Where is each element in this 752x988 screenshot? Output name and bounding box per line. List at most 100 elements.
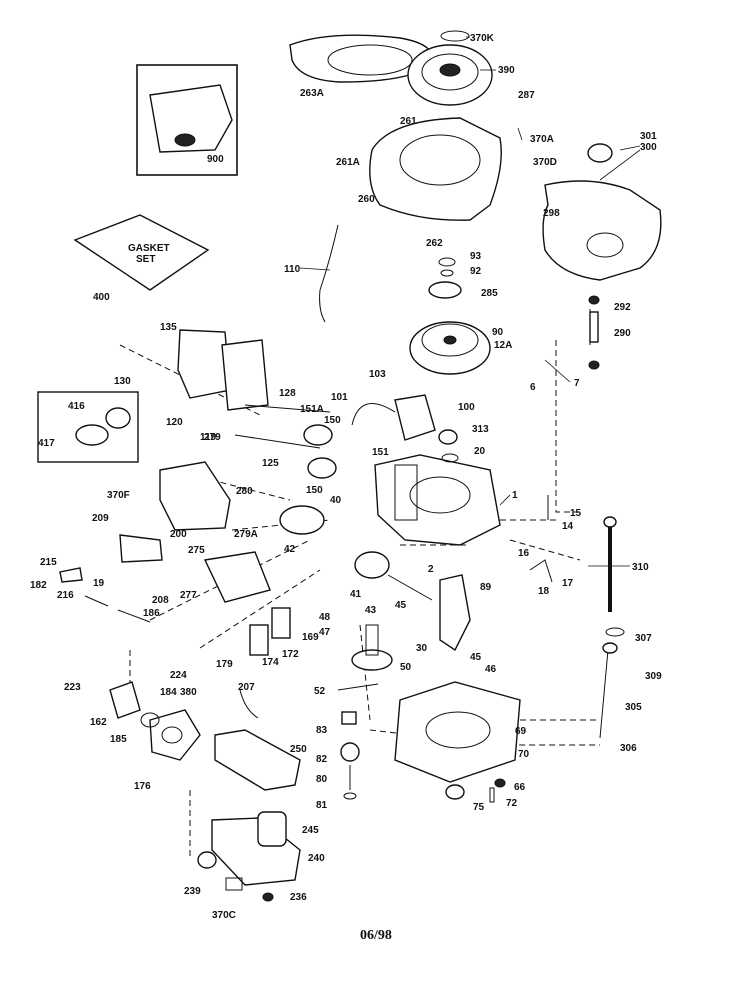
ground-wire — [319, 224, 339, 323]
part-number: 42 — [284, 544, 296, 555]
part-number: 245 — [302, 825, 319, 836]
part-number: 285 — [481, 288, 498, 299]
part-number: 169 — [302, 632, 319, 643]
part-number: 50 — [400, 662, 412, 673]
part-number: 30 — [416, 643, 428, 654]
part-number: 119 — [200, 432, 217, 443]
part-number: 236 — [290, 892, 307, 903]
valve-cover — [177, 329, 231, 399]
part-number: 216 — [57, 590, 74, 601]
gasket-label-line2: SET — [136, 254, 155, 265]
crankshaft — [439, 574, 471, 652]
carburetor — [149, 709, 201, 761]
part-number: 305 — [625, 702, 642, 713]
part-number: 150 — [306, 485, 323, 496]
part-number: 81 — [316, 800, 328, 811]
part-number: 400 — [93, 292, 110, 303]
part-number: 290 — [614, 328, 631, 339]
part-number: 184 — [160, 687, 177, 698]
air-filter — [203, 551, 271, 603]
part-number: 313 — [472, 424, 489, 435]
part-number: 16 — [518, 548, 530, 559]
cam-gear — [351, 649, 393, 671]
part-number: 18 — [538, 586, 550, 597]
ignition-coil — [394, 394, 436, 441]
part-number: 48 — [319, 612, 331, 623]
part-number: 41 — [350, 589, 362, 600]
part-number: 20 — [474, 446, 486, 457]
part-callouts: 370K 390 287 263A 261 261A 370A 370D 260… — [30, 33, 662, 921]
part-number: 370D — [533, 157, 557, 168]
air-filter-element — [257, 811, 287, 847]
part-number: 19 — [93, 578, 105, 589]
part-number: 310 — [632, 562, 649, 573]
part-number: 103 — [369, 369, 386, 380]
part-number: 370F — [107, 490, 130, 501]
part-number: 185 — [110, 734, 127, 745]
part-number: 17 — [562, 578, 574, 589]
part-number: 45 — [395, 600, 407, 611]
part-number: 292 — [614, 302, 631, 313]
part-number: 43 — [365, 605, 377, 616]
part-number: 261 — [400, 116, 417, 127]
part-number: 151A — [300, 404, 324, 415]
part-number: 186 — [143, 608, 160, 619]
part-number: 101 — [331, 392, 348, 403]
footer-date: 06/98 — [360, 928, 392, 943]
part-number: 176 — [134, 781, 151, 792]
part-number: 416 — [68, 401, 85, 412]
part-number: 150 — [324, 415, 341, 426]
part-number: 209 — [92, 513, 109, 524]
ring-part — [440, 30, 470, 42]
air-cleaner-base — [211, 817, 301, 886]
part-number: 69 — [515, 726, 527, 737]
gasket-label-line1: GASKET — [128, 243, 170, 254]
rewind-starter — [407, 44, 493, 106]
part-number: 370K — [470, 33, 495, 44]
part-number: 72 — [506, 798, 518, 809]
part-number: 380 — [180, 687, 197, 698]
part-number: 66 — [514, 782, 526, 793]
part-number: 261A — [336, 157, 360, 168]
part-number: 52 — [314, 686, 326, 697]
part-number: 75 — [473, 802, 485, 813]
part-number: 151 — [372, 447, 389, 458]
part-number: 89 — [480, 582, 492, 593]
part-number: 239 — [184, 886, 201, 897]
part-number: 82 — [316, 754, 328, 765]
part-number: 1 — [512, 490, 518, 501]
part-number: 130 — [114, 376, 131, 387]
part-number: 93 — [470, 251, 482, 262]
flywheel — [409, 321, 491, 375]
muffler — [159, 461, 231, 531]
leader-lines — [299, 36, 641, 567]
part-number: 162 — [90, 717, 107, 728]
part-number: 100 — [458, 402, 475, 413]
part-number: 223 — [64, 682, 81, 693]
part-number: 120 — [166, 417, 183, 428]
part-number: 83 — [316, 725, 328, 736]
part-number: 307 — [635, 633, 652, 644]
part-number: 277 — [180, 590, 197, 601]
part-number: 309 — [645, 671, 662, 682]
part-number: 7 — [574, 378, 580, 389]
part-number: 275 — [188, 545, 205, 556]
part-number: 207 — [238, 682, 255, 693]
part-number: 390 — [498, 65, 515, 76]
part-number: 240 — [308, 853, 325, 864]
part-number: 370C — [212, 910, 236, 921]
part-number: 250 — [290, 744, 307, 755]
air-cleaner-cover — [214, 729, 301, 791]
part-number: 128 — [279, 388, 296, 399]
engine-block — [374, 454, 501, 546]
part-number: 301 — [640, 131, 657, 142]
engine-inset-frame — [136, 64, 238, 176]
part-number: 215 — [40, 557, 57, 568]
part-number: 179 — [216, 659, 233, 670]
part-number: 287 — [518, 90, 535, 101]
part-number: 90 — [492, 327, 504, 338]
part-number: 900 — [207, 154, 224, 165]
part-number: 125 — [262, 458, 279, 469]
part-number: 174 — [262, 657, 279, 668]
part-number: 6 — [530, 382, 536, 393]
